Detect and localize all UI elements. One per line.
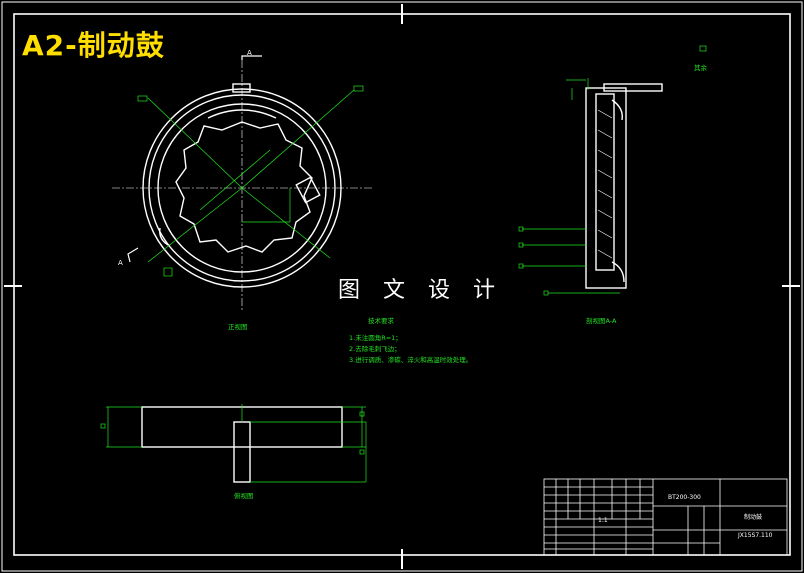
drawing-title: A2-制动鼓: [22, 29, 165, 62]
section-marker-top: A: [247, 49, 252, 57]
title-block-number: JX15S7.110: [738, 532, 773, 539]
tech-req-item-1: 1.未注圆角R=1；: [349, 334, 402, 342]
title-block-scale: 1:1: [598, 517, 608, 524]
title-block: [543, 478, 788, 556]
title-block-drawing-code: BT200-300: [668, 494, 701, 501]
surface-finish-note: 其余: [694, 64, 707, 72]
tech-req-item-2: 2.去除毛刺飞边；: [349, 345, 401, 353]
top-view-label: 俯视图: [234, 492, 254, 500]
tech-req-heading: 技术要求: [368, 317, 394, 325]
section-marker-left: A: [118, 259, 123, 267]
tech-req-item-3: 3.进行调质、渗碳、淬火和高温时效处理。: [349, 356, 473, 364]
title-block-part-name: 制动鼓: [744, 514, 763, 521]
top-view: [100, 404, 367, 483]
front-view: [112, 55, 372, 310]
section-view-label: 剖视图A-A: [586, 317, 617, 325]
section-view: [518, 45, 707, 296]
front-view-label: 正视图: [228, 323, 248, 331]
watermark-text: 图 文 设 计: [338, 278, 503, 303]
